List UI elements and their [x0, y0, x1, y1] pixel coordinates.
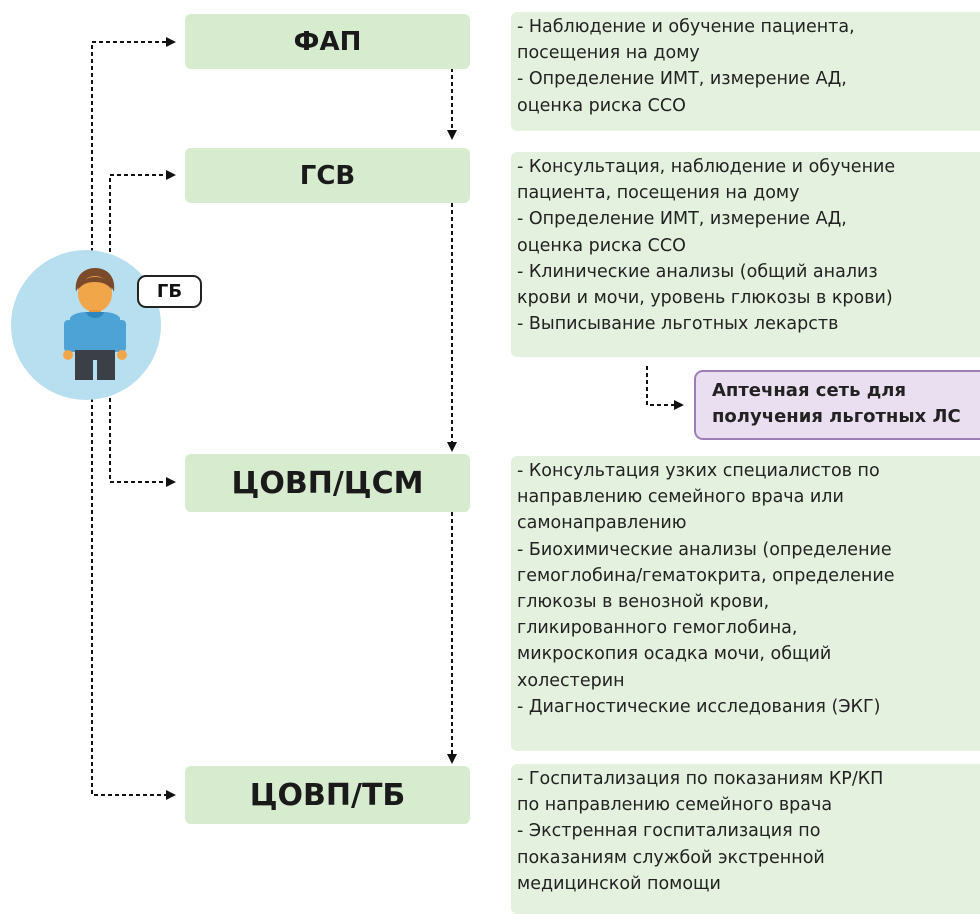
description-line: крови и мочи, уровень глюкозы в крови) [517, 288, 893, 309]
description-fap: - Наблюдение и обучение пациента, посеще… [511, 12, 980, 131]
description-line: - Выписывание льготных лекарств [517, 314, 839, 335]
description-line: - Госпитализация по показаниям КР/КП [517, 769, 884, 789]
connector-patient-to-gsv [109, 170, 176, 252]
pharmacy-line: получения льготных ЛС [712, 406, 961, 427]
connector-gsv-to-pharmacy [646, 366, 684, 410]
description-line: - Экстренная госпитализация по [517, 821, 821, 842]
level-box-tsovp-tb: ЦОВП/ТБ [185, 766, 470, 824]
level-box-tsovp-tsm: ЦОВП/ЦСМ [185, 454, 470, 512]
description-line: - Биохимические анализы (определение [517, 539, 892, 560]
description-line: самонаправлению [517, 513, 687, 534]
description-tsovp-tb: - Госпитализация по показаниям КР/КП по … [511, 764, 980, 914]
description-line: гликированного гемоглобина, [517, 618, 798, 639]
description-line: холестерин [517, 670, 625, 691]
description-line: гемоглобина/гематокрита, определение [517, 565, 895, 586]
description-line: глюкозы в венозной крови, [517, 592, 770, 613]
description-line: посещения на дому [517, 43, 700, 64]
description-tsovp-tsm: - Консультация узких специалистов по нап… [511, 456, 980, 751]
description-line: - Диагностические исследования (ЭКГ) [517, 696, 881, 717]
description-line: оценка риска ССО [517, 95, 686, 116]
connector-patient-to-fap [91, 37, 176, 252]
level-box-gsv: ГСВ [185, 148, 470, 203]
description-line: - Наблюдение и обучение пациента, [517, 17, 855, 37]
description-line: - Консультация, наблюдение и обучение [517, 157, 896, 177]
connector-patient-to-tsovp-tb [91, 398, 176, 800]
description-line: микроскопия осадка мочи, общий [517, 644, 832, 665]
description-line: оценка риска ССО [517, 235, 686, 256]
description-line: - Консультация узких специалистов по [517, 461, 880, 481]
description-line: пациента, посещения на дому [517, 183, 800, 204]
description-line: направлению семейного врача или [517, 487, 844, 508]
description-gsv: - Консультация, наблюдение и обучение па… [511, 152, 980, 357]
pharmacy-line: Аптечная сеть для [712, 380, 907, 401]
description-line: - Определение ИМТ, измерение АД, [517, 209, 847, 230]
description-line: - Определение ИМТ, измерение АД, [517, 69, 847, 90]
description-line: по направлению семейного врача [517, 795, 833, 816]
level-box-fap: ФАП [185, 14, 470, 69]
connector-patient-to-tsovp-tsm [109, 398, 176, 487]
person-icon [63, 268, 127, 380]
description-line: показаниям службой экстренной [517, 847, 825, 868]
description-line: медицинской помощи [517, 873, 721, 894]
pharmacy-box: Аптечная сеть для получения льготных ЛС [694, 370, 980, 440]
description-line: - Клинические анализы (общий анализ [517, 261, 878, 282]
diagnosis-badge: ГБ [137, 275, 202, 308]
